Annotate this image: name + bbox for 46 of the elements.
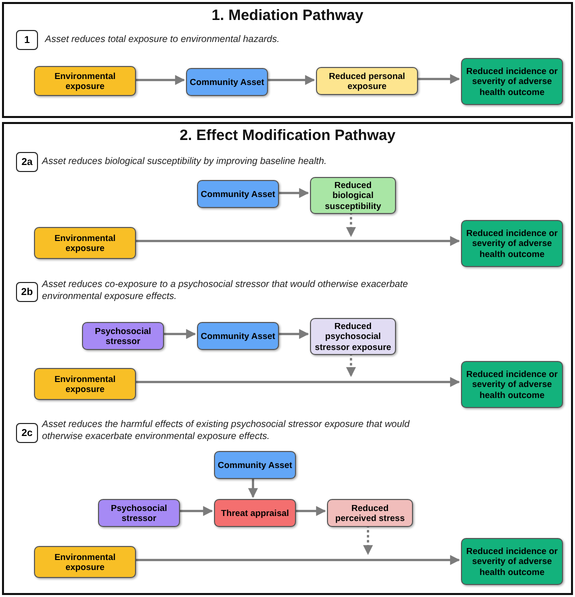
dashed-arrow (346, 353, 356, 377)
process-box: Reduced perceived stress (327, 499, 413, 527)
arrow (134, 555, 460, 565)
arrow (134, 236, 460, 246)
arrow (294, 506, 326, 516)
process-box: Psychosocial stressor (82, 322, 164, 350)
arrow (266, 75, 315, 85)
arrow (134, 75, 185, 85)
step-number: 1 (16, 30, 38, 50)
description-text: Asset reduces co-exposure to a psychosocial stressor that would otherwise exacerbate environmental exposure effects. (42, 279, 409, 303)
panel-title: 1. Mediation Pathway (210, 7, 364, 24)
step-number: 2a (16, 152, 38, 172)
arrow (178, 506, 213, 516)
process-box: Environmental exposure (34, 546, 136, 578)
arrow (277, 329, 309, 339)
process-box: Community Asset (214, 451, 296, 479)
outcome-box: Reduced incidence or severity of adverse health outcome (461, 58, 563, 105)
dashed-arrow (363, 525, 373, 555)
process-box: Reduced personal exposure (316, 67, 418, 95)
description-text: Asset reduces total exposure to environmental hazards. (45, 34, 280, 46)
process-box: Psychosocial stressor (98, 499, 180, 527)
arrow (248, 477, 258, 498)
arrow (416, 74, 460, 84)
panel-frame (2, 2, 573, 118)
process-box: Reduced biological susceptibility (310, 177, 396, 214)
process-box: Threat appraisal (214, 499, 296, 527)
outcome-box: Reduced incidence or severity of adverse health outcome (461, 220, 563, 267)
description-text: Asset reduces the harmful effects of existing psychosocial stressor exposure that would otherwise exacerbate environmental exposure effects. (42, 419, 411, 443)
panel-frame (2, 122, 573, 595)
process-box: Community Asset (197, 322, 279, 350)
process-box: Community Asset (197, 180, 279, 208)
step-number: 2c (16, 423, 38, 443)
process-box: Reduced psychosocial stressor exposure (310, 318, 396, 355)
process-box: Environmental exposure (34, 368, 136, 400)
process-box: Community Asset (186, 68, 268, 96)
arrow (134, 377, 460, 387)
step-number: 2b (16, 282, 38, 302)
outcome-box: Reduced incidence or severity of adverse health outcome (461, 361, 563, 408)
arrow (162, 329, 196, 339)
arrow (277, 188, 309, 198)
outcome-box: Reduced incidence or severity of adverse health outcome (461, 538, 563, 585)
description-text: Asset reduces biological susceptibility by improving baseline health. (42, 156, 328, 168)
panel-title: 2. Effect Modification Pathway (178, 127, 396, 144)
process-box: Environmental exposure (34, 66, 136, 96)
process-box: Environmental exposure (34, 227, 136, 259)
dashed-arrow (346, 212, 356, 237)
